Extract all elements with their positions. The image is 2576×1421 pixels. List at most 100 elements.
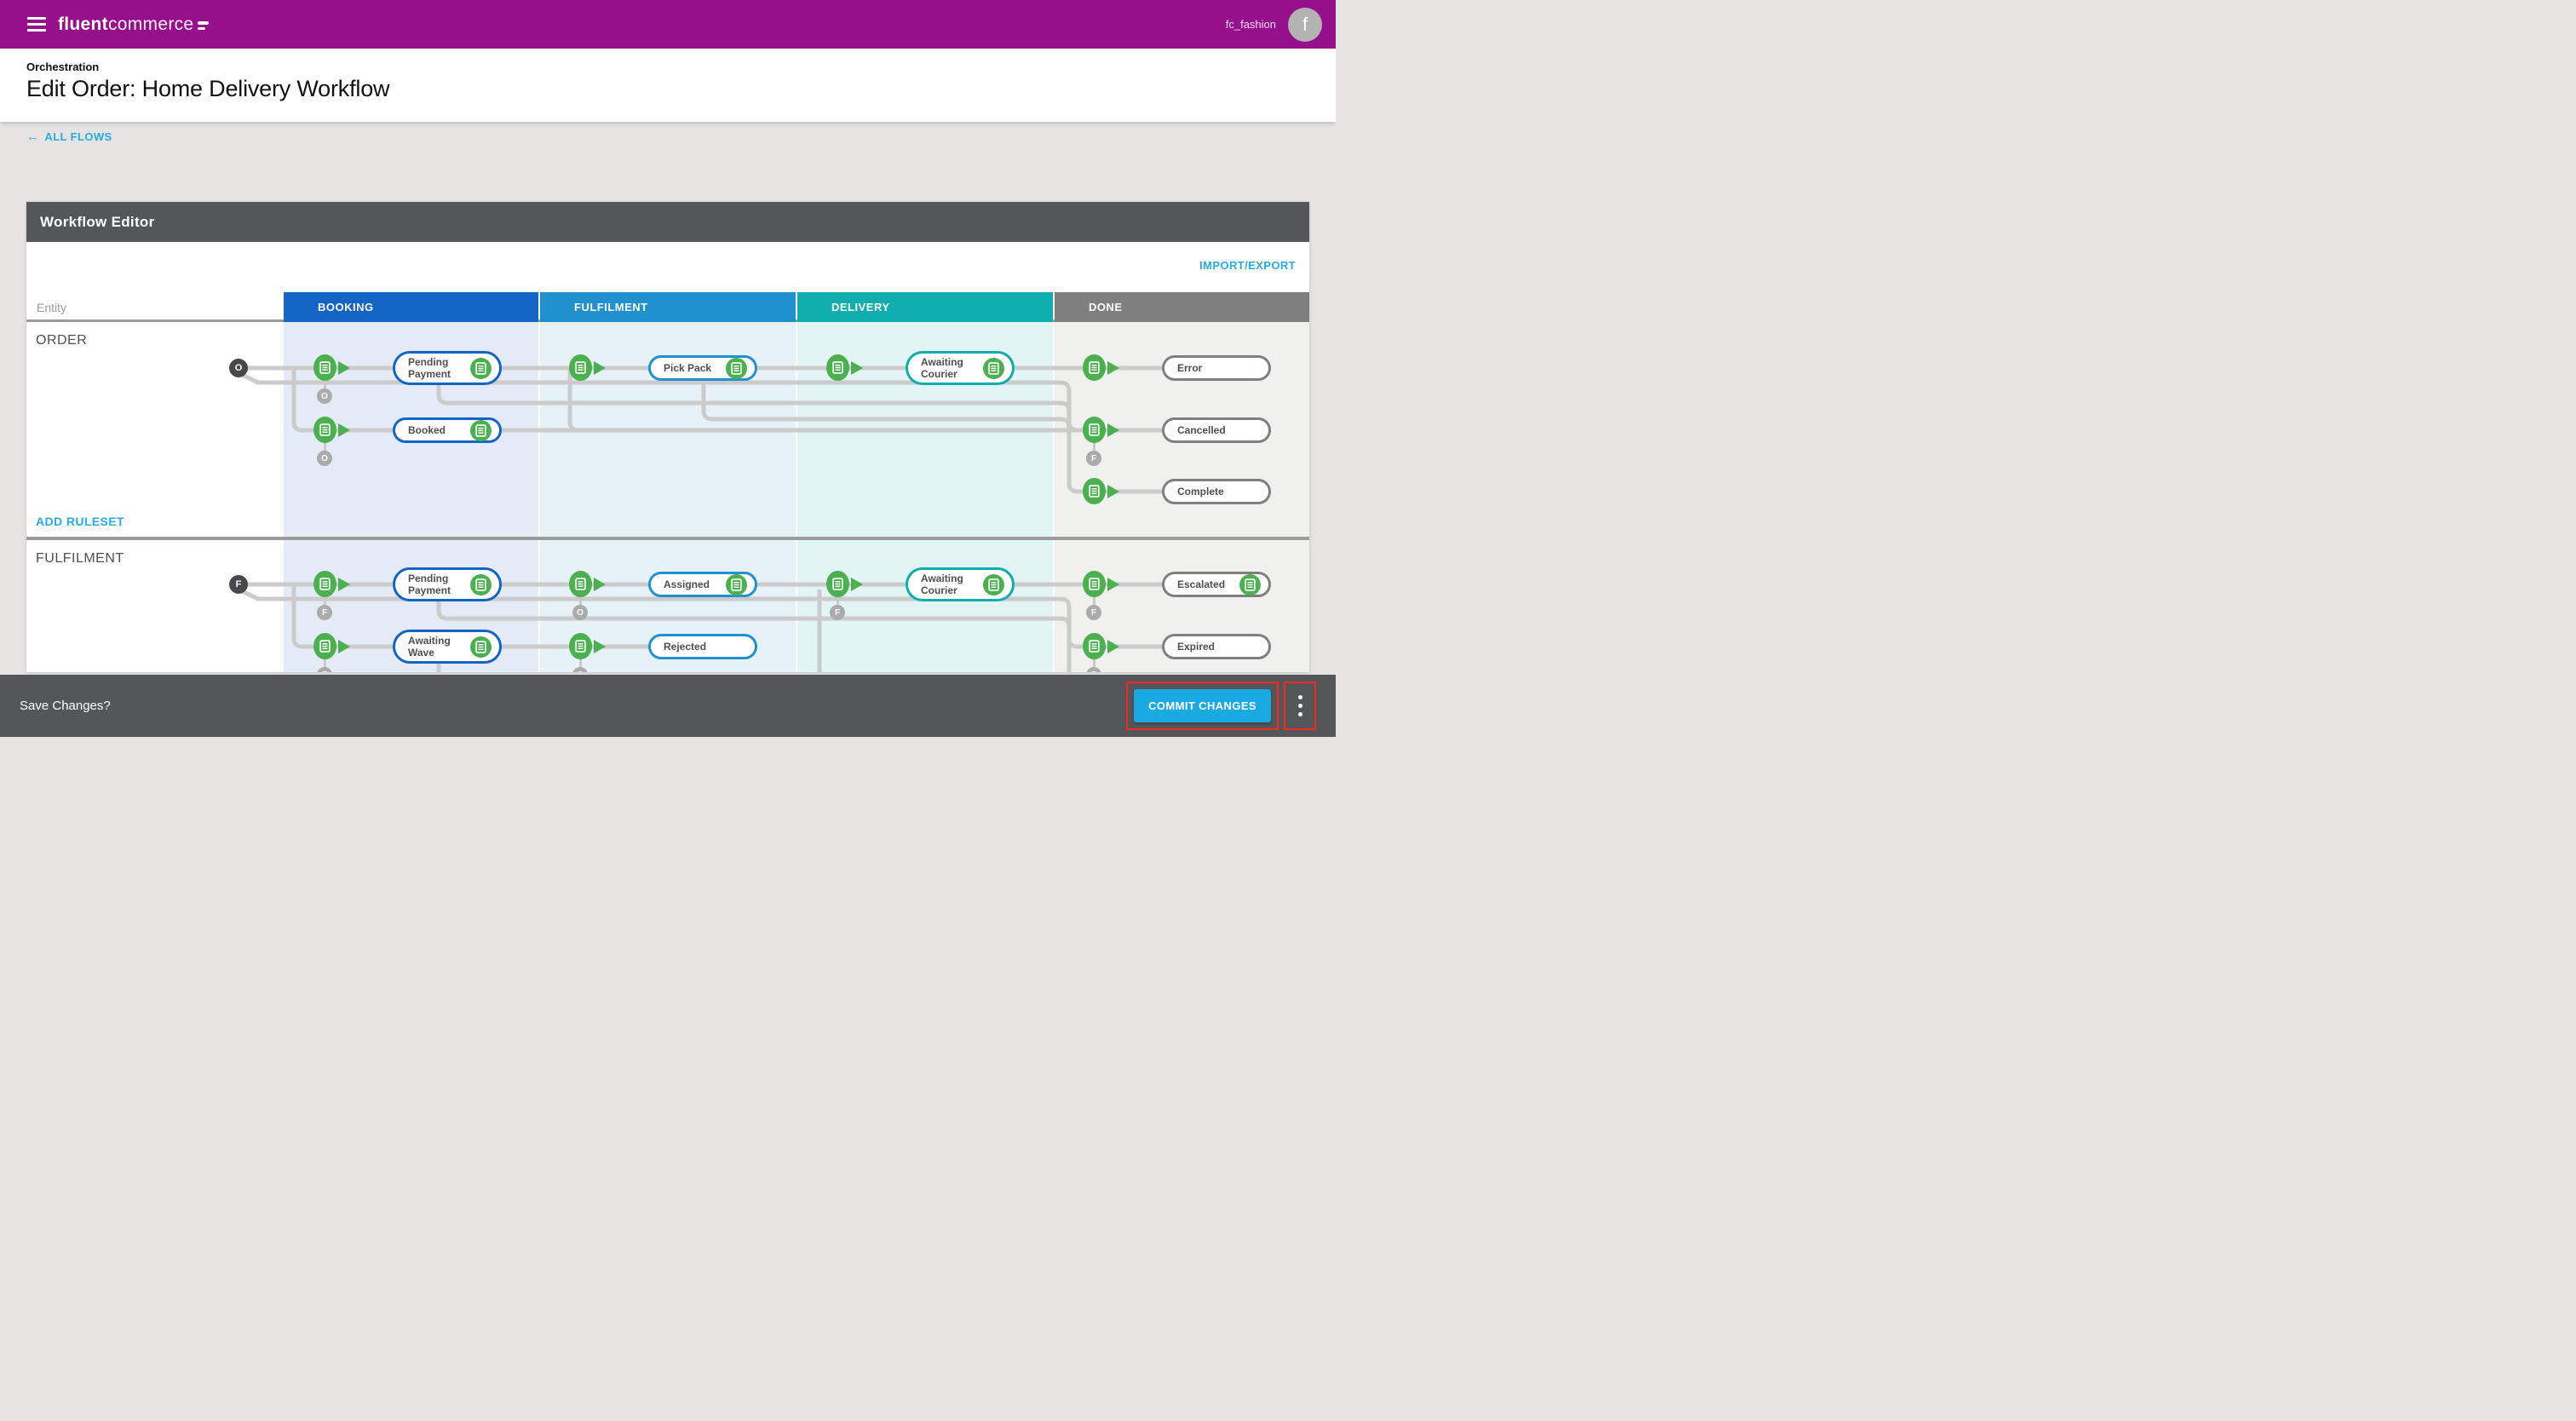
rule-icon[interactable] — [313, 417, 353, 444]
node-list-icon — [983, 358, 1004, 379]
rule-list-icon — [313, 571, 336, 597]
more-options-icon[interactable] — [1290, 690, 1311, 722]
rule-icon[interactable] — [569, 633, 608, 660]
state-node-label: Awaiting Wave — [408, 635, 465, 659]
rule-icon[interactable] — [569, 571, 608, 598]
state-node-label: Escalated — [1177, 578, 1225, 590]
rule-icon[interactable] — [1083, 633, 1122, 660]
rule-icon[interactable] — [1083, 354, 1122, 382]
state-node-label: Pick Pack — [664, 362, 711, 374]
state-node[interactable]: Awaiting Courier — [906, 351, 1015, 385]
entity-marker: F — [1086, 605, 1101, 620]
rule-icon[interactable] — [313, 571, 353, 598]
rule-icon[interactable] — [313, 633, 353, 660]
ruleset-row-order: ORDEROOPending PaymentOBookedPick PackAw… — [26, 322, 1309, 537]
rule-arrow-icon — [338, 578, 350, 591]
rule-icon[interactable] — [1083, 417, 1122, 444]
entity-marker: F — [317, 605, 332, 620]
state-node-label: Error — [1177, 362, 1202, 374]
entity-marker: O — [572, 605, 588, 620]
node-list-icon — [1239, 574, 1261, 595]
column-header-row: Entity BOOKING FULFILMENT DELIVERY DONE — [26, 292, 1309, 322]
app-root: fluentcommerce fc_fashion f Orchestratio… — [0, 0, 1336, 737]
rule-icon[interactable] — [1083, 571, 1122, 598]
rule-list-icon — [1083, 354, 1106, 381]
brand-logomark-icon — [198, 21, 209, 30]
state-node[interactable]: Expired — [1162, 634, 1271, 659]
state-node[interactable]: Escalated — [1162, 572, 1271, 597]
start-node[interactable]: F — [229, 575, 248, 594]
rule-arrow-icon — [1107, 485, 1119, 498]
column-header-fulfilment[interactable]: FULFILMENT — [540, 292, 796, 322]
column-header-delivery[interactable]: DELIVERY — [797, 292, 1053, 322]
state-node[interactable]: Pending Payment — [393, 351, 502, 385]
state-node[interactable]: Assigned — [648, 572, 757, 597]
state-node-label: Awaiting Courier — [921, 572, 978, 597]
rule-arrow-icon — [594, 361, 606, 375]
rule-icon[interactable] — [826, 354, 865, 382]
state-node[interactable]: Error — [1162, 355, 1271, 381]
hamburger-menu-icon[interactable] — [27, 17, 46, 32]
rule-arrow-icon — [1107, 640, 1119, 653]
rule-list-icon — [826, 354, 849, 381]
ruleset-row-fulfilment: FULFILMENTFFPending PaymentFAwaiting Wav… — [26, 540, 1309, 672]
all-flows-link[interactable]: ← ALL FLOWS — [26, 129, 112, 144]
workflow-editor-panel: Workflow Editor IMPORT/EXPORT Entity BOO… — [26, 202, 1309, 672]
workflow-editor-title: Workflow Editor — [40, 214, 155, 231]
state-node[interactable]: Awaiting Wave — [393, 630, 502, 664]
rule-icon[interactable] — [826, 571, 865, 598]
rule-list-icon — [569, 571, 592, 597]
rule-list-icon — [313, 633, 336, 659]
rule-arrow-icon — [338, 361, 350, 375]
rule-icon[interactable] — [313, 354, 353, 382]
state-node[interactable]: Rejected — [648, 634, 757, 659]
node-list-icon — [726, 574, 747, 595]
column-header-done[interactable]: DONE — [1055, 292, 1309, 322]
rule-arrow-icon — [594, 640, 606, 653]
add-ruleset-link[interactable]: ADD RULESET — [36, 515, 124, 528]
state-node[interactable]: Cancelled — [1162, 417, 1271, 443]
state-node[interactable]: Awaiting Courier — [906, 567, 1015, 601]
rule-arrow-icon — [338, 640, 350, 653]
brand-logo: fluentcommerce — [58, 14, 209, 35]
rule-list-icon — [1083, 478, 1106, 504]
page-title: Edit Order: Home Delivery Workflow — [26, 76, 1336, 102]
entity-column-header: Entity — [26, 292, 284, 322]
rule-arrow-icon — [338, 423, 350, 437]
start-node[interactable]: O — [229, 359, 248, 377]
save-prompt: Save Changes? — [20, 699, 111, 713]
column-header-booking[interactable]: BOOKING — [284, 292, 538, 322]
kebab-annotation-box — [1284, 682, 1316, 730]
rule-list-icon — [569, 354, 592, 381]
rule-list-icon — [1083, 417, 1106, 443]
workflow-editor-header: Workflow Editor — [26, 202, 1309, 242]
page-heading: Orchestration Edit Order: Home Delivery … — [0, 49, 1336, 122]
commit-annotation-box: COMMIT CHANGES — [1126, 682, 1279, 730]
entity-label: ORDER — [36, 333, 87, 348]
rule-arrow-icon — [851, 578, 863, 591]
rule-list-icon — [569, 633, 592, 659]
state-node[interactable]: Pick Pack — [648, 355, 757, 381]
state-node[interactable]: Booked — [393, 417, 502, 443]
brand-logo-light: commerce — [108, 14, 193, 35]
ruleset-rows: ORDEROOPending PaymentOBookedPick PackAw… — [26, 322, 1309, 672]
save-bar: Save Changes? COMMIT CHANGES — [0, 675, 1336, 737]
state-node-label: Awaiting Courier — [921, 356, 978, 381]
rule-icon[interactable] — [1083, 478, 1122, 505]
state-node[interactable]: Complete — [1162, 479, 1271, 504]
commit-changes-button[interactable]: COMMIT CHANGES — [1134, 689, 1271, 722]
avatar[interactable]: f — [1288, 8, 1322, 42]
rule-icon[interactable] — [569, 354, 608, 382]
state-node-label: Assigned — [664, 578, 710, 590]
state-node-label: Rejected — [664, 641, 706, 653]
state-node[interactable]: Pending Payment — [393, 567, 502, 601]
state-node-label: Expired — [1177, 641, 1215, 653]
breadcrumb: Orchestration — [26, 60, 1336, 73]
node-list-icon — [470, 358, 492, 379]
top-bar: fluentcommerce fc_fashion f — [0, 0, 1336, 49]
import-export-link[interactable]: IMPORT/EXPORT — [1199, 259, 1296, 272]
rule-arrow-icon — [1107, 361, 1119, 375]
panel-toolbar: IMPORT/EXPORT — [26, 242, 1309, 292]
rule-list-icon — [313, 354, 336, 381]
entity-marker: F — [830, 605, 845, 620]
